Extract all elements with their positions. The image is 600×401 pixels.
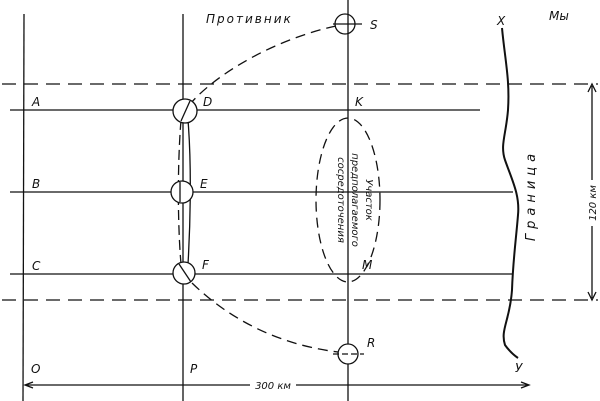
label-us: Мы	[549, 9, 569, 23]
border-label: Граница	[524, 149, 539, 241]
point-label-o: O	[31, 362, 40, 376]
point-label-a: A	[31, 95, 40, 109]
point-label-m: M	[362, 258, 373, 272]
movement-path-s-d	[189, 25, 337, 105]
concentration-zone	[315, 117, 381, 283]
point-label-s: S	[370, 18, 378, 32]
point-label-e: E	[200, 177, 208, 191]
unit-circle-r	[333, 343, 364, 365]
point-label-d: D	[203, 95, 212, 109]
unit-circle-f	[172, 261, 196, 285]
dimension-300km-label: 300 км	[255, 381, 291, 392]
unit-circle-s	[333, 13, 362, 35]
label-enemy: Противник	[206, 12, 293, 26]
border-line	[501, 27, 520, 359]
point-label-y: У	[515, 361, 523, 375]
movement-path-f-r	[191, 282, 339, 353]
concentration-zone-label: Участок предполагаемого сосредоточения	[335, 153, 374, 247]
unit-circle-d	[172, 98, 198, 124]
vertical-line-o	[22, 13, 25, 401]
point-label-r: R	[367, 336, 375, 350]
dimension-300km	[23, 381, 531, 389]
point-label-k: K	[355, 95, 364, 109]
unit-circle-e	[170, 180, 194, 204]
dimension-120km	[587, 82, 597, 302]
point-label-x: X	[496, 14, 506, 28]
svg-text:сосредоточения: сосредоточения	[335, 157, 346, 243]
point-label-f: F	[202, 258, 210, 272]
dimension-120km-label: 120 км	[588, 185, 599, 221]
point-label-p: P	[190, 362, 198, 376]
point-label-c: C	[32, 259, 41, 273]
svg-text:Участок: Участок	[363, 179, 374, 221]
point-label-b: B	[32, 177, 40, 191]
svg-text:предполагаемого: предполагаемого	[349, 153, 360, 247]
